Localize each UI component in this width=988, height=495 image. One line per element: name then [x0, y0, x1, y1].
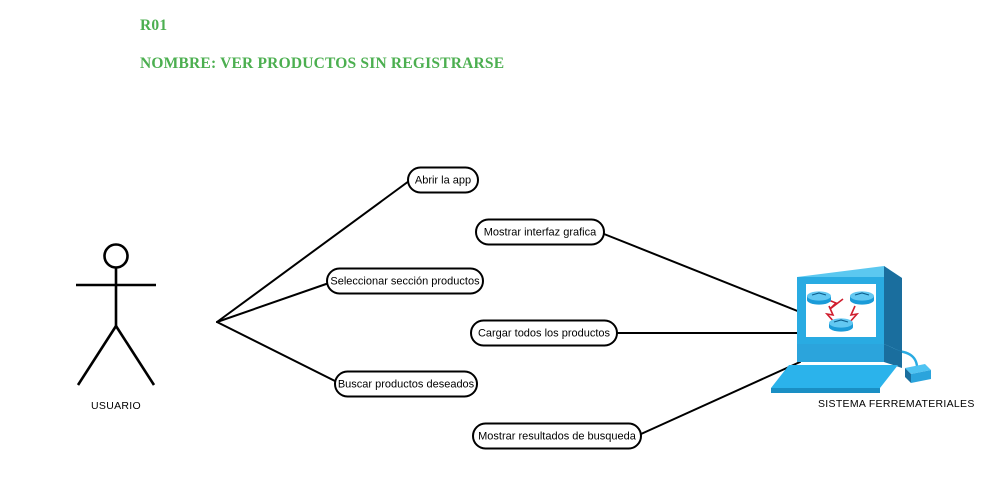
use-case-label-uc2: Mostrar interfaz grafica: [484, 227, 597, 239]
actor-usuario[interactable]: USUARIO: [76, 243, 156, 413]
use-case-label-uc6: Mostrar resultados de busqueda: [478, 431, 637, 443]
use-case-node[interactable]: Cargar todos los productos: [470, 319, 618, 347]
monitor-side-face: [884, 266, 902, 352]
use-case-shape-uc4[interactable]: [470, 319, 618, 347]
use-case-node[interactable]: Buscar productos deseados: [334, 370, 478, 398]
router-icon: [829, 318, 853, 332]
requirement-id-heading: R01: [140, 17, 168, 34]
keyboard-edge: [771, 388, 880, 393]
use-case-label-uc5: Buscar productos deseados: [338, 379, 475, 391]
system-computer-icon[interactable]: SISTEMA FERREMATERIALES: [771, 266, 975, 410]
use-case-node[interactable]: Mostrar resultados de busqueda: [472, 422, 642, 450]
mouse-icon: [905, 364, 931, 383]
use-case-node[interactable]: Abrir la app: [407, 166, 479, 194]
association-lines-actor: [216, 180, 410, 383]
use-case-shape-uc3[interactable]: [326, 267, 484, 295]
monitor-base-side: [884, 344, 902, 368]
use-case-label-uc3: Seleccionar sección productos: [330, 276, 480, 288]
use-case-node[interactable]: Seleccionar sección productos: [326, 267, 484, 295]
actor-leg-right-line: [114, 325, 156, 386]
use-case-shape-uc6[interactable]: [472, 422, 642, 450]
use-case-shape-uc1[interactable]: [407, 166, 479, 194]
use-case-label-uc1: Abrir la app: [415, 175, 471, 187]
assoc-actor-to-uc5: [216, 321, 338, 383]
use-case-label-uc4: Cargar todos los productos: [478, 328, 611, 340]
use-case-node[interactable]: Mostrar interfaz grafica: [475, 218, 605, 246]
monitor-base-front: [797, 344, 884, 362]
keyboard-icon: [771, 365, 898, 388]
association-lines-system: [603, 233, 801, 435]
assoc-uc6-to-system: [640, 361, 801, 435]
network-topology-graphic: [807, 291, 874, 332]
actor-leg-left-line: [76, 325, 118, 386]
use-case-name-heading: NOMBRE: VER PRODUCTOS SIN REGISTRARSE: [140, 54, 505, 72]
use-case-shape-uc2[interactable]: [475, 218, 605, 246]
system-label: SISTEMA FERREMATERIALES: [818, 398, 975, 410]
router-icon: [807, 291, 831, 305]
actor-label: USUARIO: [91, 400, 141, 412]
assoc-actor-to-uc1: [216, 180, 410, 323]
document-heading-block: R01 NOMBRE: VER PRODUCTOS SIN REGISTRARS…: [140, 18, 840, 71]
router-icon: [850, 291, 874, 305]
assoc-actor-to-uc3: [216, 282, 330, 323]
use-case-shape-uc5[interactable]: [334, 370, 478, 398]
assoc-uc2-to-system: [603, 233, 801, 313]
actor-head-icon: [103, 243, 129, 269]
